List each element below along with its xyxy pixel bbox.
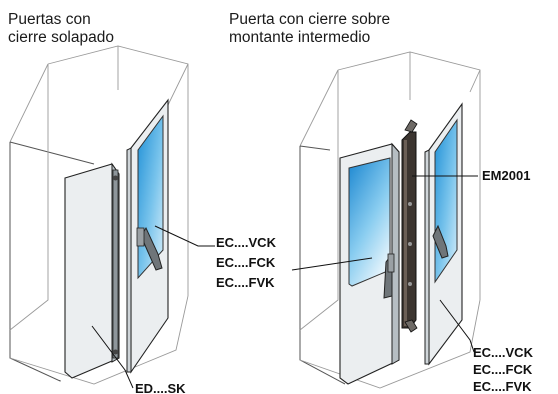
leader-right-bottom — [439, 299, 475, 353]
right-caption-line2: montante intermedio — [229, 29, 371, 46]
left-glazed-door — [126, 98, 169, 374]
right-caption: Puerta con cierre sobre montante interme… — [229, 11, 390, 47]
left-caption: Puertas con cierre solapado — [8, 11, 114, 47]
right-glazed-door — [424, 102, 463, 366]
label-ec-fvk-mid: EC....FVK — [216, 275, 275, 290]
left-door-handle — [140, 226, 163, 271]
left-caption-line2: cierre solapado — [8, 29, 114, 46]
left-opened-door — [64, 162, 120, 379]
left-caption-line1: Puertas con — [8, 11, 91, 28]
right-opened-door — [339, 142, 400, 385]
leader-left-handle — [154, 225, 215, 247]
opened-door-glass — [348, 157, 391, 287]
central-mullion — [401, 119, 418, 333]
leader-opened-door — [291, 257, 373, 271]
leader-ed — [91, 325, 134, 389]
label-ed-sk: ED....SK — [135, 381, 186, 394]
label-ec-fvk-bottom: EC....FVK — [473, 379, 532, 394]
label-ec-fck-bottom: EC....FCK — [473, 362, 533, 377]
label-em2001: EM2001 — [482, 168, 530, 183]
label-ec-vck-bottom: EC....VCK — [473, 345, 534, 360]
right-caption-line1: Puerta con cierre sobre — [229, 11, 391, 28]
label-ec-vck-mid: EC....VCK — [216, 235, 277, 250]
label-ec-fck-mid: EC....FCK — [216, 255, 276, 270]
right-cabinet — [299, 51, 481, 389]
right-door-handle — [432, 224, 449, 259]
